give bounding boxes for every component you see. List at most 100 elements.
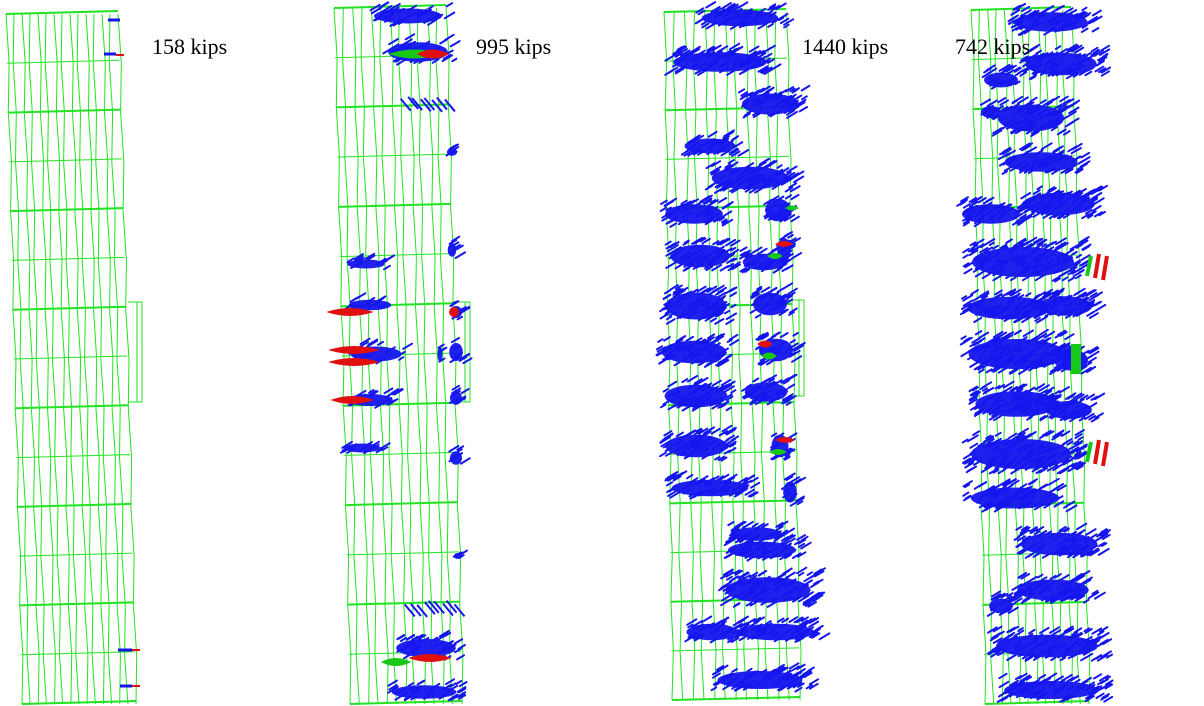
crack-mark xyxy=(451,235,461,243)
crack-mark xyxy=(1002,482,1010,487)
crack-mark xyxy=(735,570,742,575)
damage-core xyxy=(717,671,803,689)
crack-mark xyxy=(1066,627,1075,634)
crack-mark xyxy=(978,331,990,339)
crack-mark xyxy=(789,499,801,507)
crack-mark xyxy=(1086,695,1094,701)
mesh-horizontal-line xyxy=(9,158,122,163)
crack-mark xyxy=(739,252,751,260)
crack-mark xyxy=(1022,329,1034,338)
damage-core xyxy=(701,9,779,27)
crack-mark xyxy=(716,45,729,54)
damage-core xyxy=(753,292,787,316)
crack-mark xyxy=(807,601,817,608)
crack-mark xyxy=(1052,290,1062,298)
crack-mark xyxy=(369,3,381,12)
crack-mark xyxy=(1000,592,1009,599)
crack-mark xyxy=(708,287,720,296)
crack-mark xyxy=(791,665,800,672)
crack-mark xyxy=(1020,596,1032,604)
crack-mark xyxy=(791,355,803,363)
crack-mark xyxy=(1009,386,1018,392)
crack-mark xyxy=(1038,467,1049,474)
damage-cluster xyxy=(723,532,812,562)
crack-mark xyxy=(1103,695,1114,703)
crack-mark xyxy=(398,634,406,640)
damage-cluster xyxy=(1007,2,1103,36)
crack-mark xyxy=(815,567,826,575)
crack-streak xyxy=(330,396,374,404)
crack-mark xyxy=(1028,526,1038,533)
crack-mark xyxy=(751,287,763,295)
crack-mark xyxy=(460,388,470,395)
crack-mark xyxy=(810,591,821,599)
crack-mark xyxy=(1009,291,1016,296)
damage-core xyxy=(741,93,799,115)
crack-mark xyxy=(803,574,815,583)
crack-mark xyxy=(1081,243,1092,251)
crack-mark xyxy=(786,291,796,299)
crack-mark xyxy=(1079,160,1091,168)
crack-mark xyxy=(985,197,992,203)
crack-mark xyxy=(433,600,445,615)
crack-mark xyxy=(663,336,671,342)
crack-mark xyxy=(1019,71,1028,77)
crack-mark xyxy=(972,386,979,392)
crack-mark xyxy=(986,611,995,617)
wall-panel-1: 158 kips xyxy=(0,0,300,706)
crack-mark xyxy=(381,446,389,452)
crack-mark xyxy=(1054,390,1061,395)
crack-mark xyxy=(721,218,728,224)
crack-mark xyxy=(1062,99,1071,105)
crack-mark xyxy=(998,672,1008,680)
crack-mark xyxy=(724,163,732,169)
crack-mark xyxy=(662,293,672,300)
crack-mark xyxy=(665,451,673,457)
crack-mark xyxy=(987,626,998,634)
crack-mark xyxy=(1054,277,1062,283)
crack-mark xyxy=(722,664,729,670)
crack-mark xyxy=(1078,398,1085,404)
crack-mark xyxy=(725,395,734,401)
crack-mark xyxy=(751,522,759,528)
crack-mark xyxy=(1087,214,1094,219)
crack-mark xyxy=(669,222,678,228)
damage-cluster xyxy=(396,629,466,661)
crack-mark xyxy=(411,97,423,111)
crack-mark xyxy=(716,214,726,221)
crack-mark xyxy=(714,289,724,296)
crack-mark xyxy=(1077,10,1086,17)
crack-mark xyxy=(998,680,1010,689)
damage-cluster xyxy=(340,440,391,455)
crack-mark xyxy=(779,17,790,25)
crack-mark xyxy=(734,634,742,639)
crack-mark xyxy=(1040,142,1053,151)
crack-mark xyxy=(666,244,679,253)
crack-mark xyxy=(987,648,996,655)
crack-mark xyxy=(720,620,727,625)
crack-mark xyxy=(365,339,378,348)
damage-core xyxy=(975,391,1059,417)
crack-mark xyxy=(1062,213,1070,219)
crack-mark xyxy=(1016,202,1027,210)
crack-mark xyxy=(775,525,784,531)
crack-mark xyxy=(728,333,739,341)
crack-mark xyxy=(737,149,750,157)
crack-mark xyxy=(737,477,748,484)
mesh-vertical-line xyxy=(44,13,64,705)
crack-mark xyxy=(1067,394,1075,400)
crack-mark xyxy=(444,98,456,113)
crack-mark xyxy=(1088,350,1100,359)
damage-core xyxy=(1020,532,1098,556)
crack-mark xyxy=(391,3,401,10)
crack-mark xyxy=(1019,674,1031,682)
damage-core xyxy=(450,391,462,405)
crack-mark xyxy=(1092,185,1103,193)
crack-mark xyxy=(1072,73,1079,78)
crack-mark xyxy=(1019,56,1031,64)
crack-mark xyxy=(1089,549,1100,557)
crack-mark xyxy=(1054,461,1066,470)
crack-mark xyxy=(442,602,454,617)
crack-mark xyxy=(1051,433,1063,441)
crack-mark xyxy=(998,63,1011,72)
